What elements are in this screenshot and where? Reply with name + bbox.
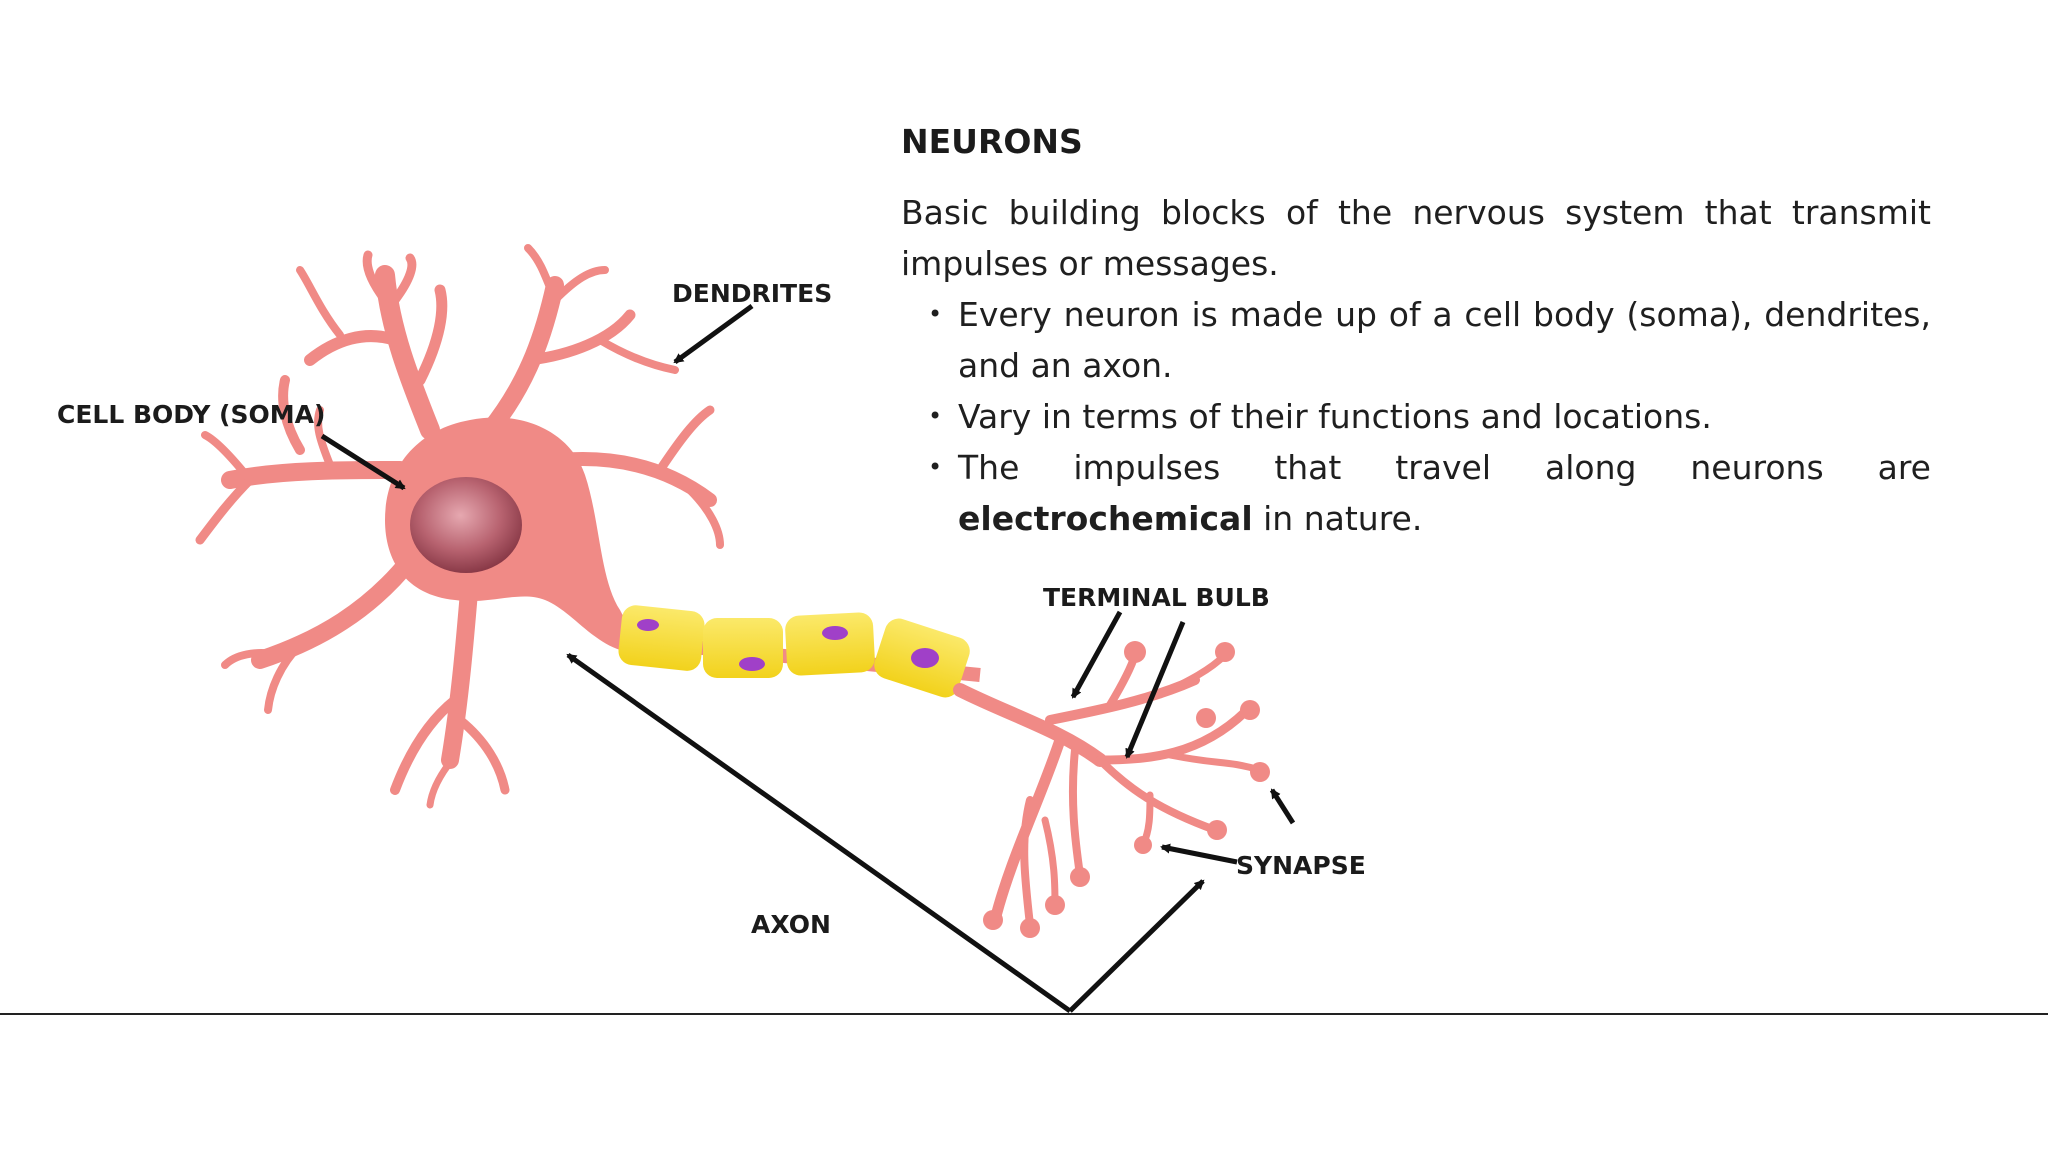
dendrites-arrow xyxy=(673,303,754,365)
bullet-item: • The impulses that travel along neurons … xyxy=(928,442,1931,544)
bullet-list: • Every neuron is made up of a cell body … xyxy=(901,289,1931,544)
text-panel: NEURONS Basic building blocks of the ner… xyxy=(901,122,1931,544)
bullet-dot-icon: • xyxy=(928,300,943,328)
axon-arrow-right xyxy=(1068,879,1205,1013)
panel-intro: Basic building blocks of the nervous sys… xyxy=(901,193,1931,283)
bullet-dot-icon: • xyxy=(928,453,943,481)
bullet-text-after: in nature. xyxy=(1252,499,1423,538)
nucleus xyxy=(410,477,522,573)
bullet-item: • Vary in terms of their functions and lo… xyxy=(928,391,1931,442)
axon-terminals xyxy=(953,651,1264,929)
synapse-arrow-1 xyxy=(1160,843,1238,865)
bullet-item: • Every neuron is made up of a cell body … xyxy=(928,289,1931,391)
label-dendrites: DENDRITES xyxy=(672,279,832,308)
pointer-arrows xyxy=(320,303,1296,1014)
bullet-dot-icon: • xyxy=(928,402,943,430)
label-terminal-bulb: TERMINAL BULB xyxy=(1043,583,1270,612)
synaptic-bulbs xyxy=(983,641,1270,938)
panel-title: NEURONS xyxy=(901,122,1083,161)
terminal-bulb-arrow-2 xyxy=(1124,621,1186,759)
bullet-text: Vary in terms of their functions and loc… xyxy=(958,397,1712,436)
label-cell-body: CELL BODY (SOMA) xyxy=(57,400,325,429)
label-axon: AXON xyxy=(751,910,831,939)
bullet-text: The impulses that travel along neurons a… xyxy=(958,448,1931,487)
bullet-emphasis: electrochemical xyxy=(958,499,1253,538)
axon-hillock xyxy=(560,560,630,650)
label-synapse: SYNAPSE xyxy=(1236,851,1366,880)
terminal-bulb-arrow-1 xyxy=(1070,610,1123,699)
bullet-text: Every neuron is made up of a cell body (… xyxy=(958,295,1931,385)
synapse-arrow-2 xyxy=(1269,788,1296,825)
cell-body-arrow xyxy=(320,433,406,491)
axon-arrow-left xyxy=(566,652,1072,1014)
myelin-sheath xyxy=(618,605,970,698)
